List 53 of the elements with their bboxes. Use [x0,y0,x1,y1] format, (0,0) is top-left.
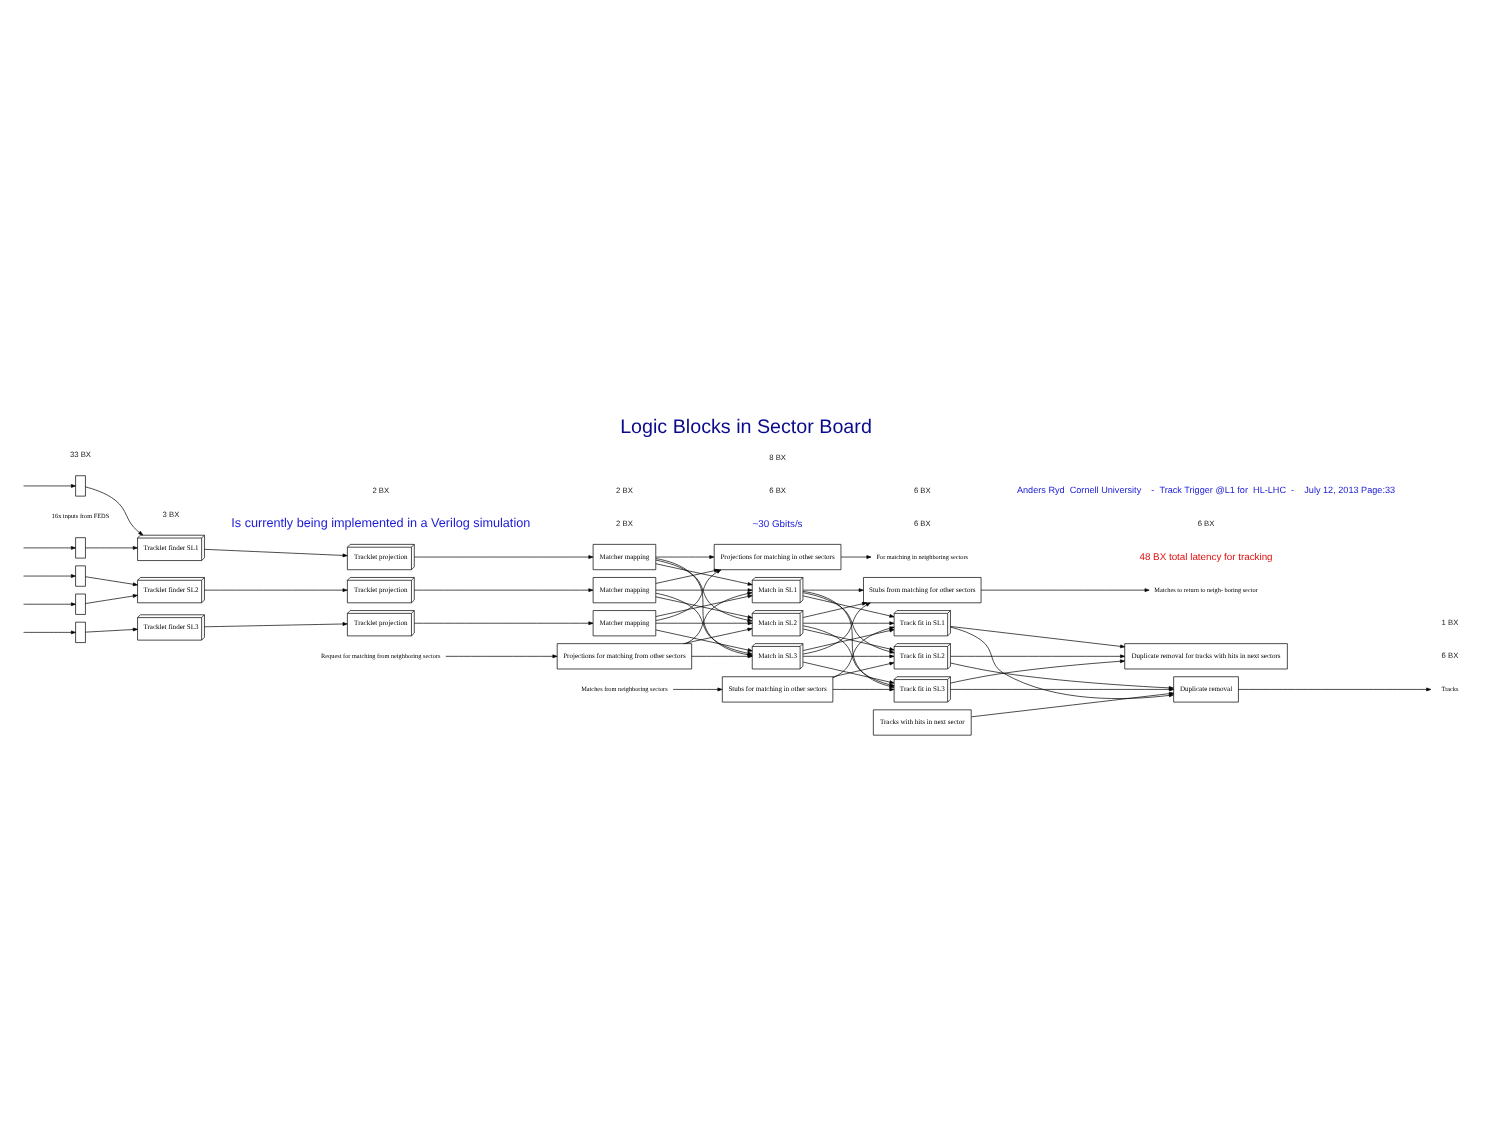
arrow [802,594,895,617]
arrow [655,620,753,625]
arrow [655,562,753,585]
arrow [23,573,76,577]
arrow [655,567,719,583]
node-box [75,564,86,586]
node-box [75,536,86,558]
arrow [204,587,348,591]
arrow [950,658,1125,683]
arrow [950,625,1125,648]
arrow [85,575,138,586]
arrow [971,690,1174,717]
node-box [75,620,86,642]
arrow [832,686,895,691]
diagram-title: Logic Blocks in Sector Board [620,416,872,439]
arrow [832,625,895,678]
arrow [802,660,895,683]
arrow [414,620,594,625]
arrow [204,548,348,557]
arrow [204,621,348,627]
arrow [802,601,867,617]
arrow [23,601,76,606]
arrow [832,660,895,677]
arrow [655,558,753,621]
arrow [85,593,138,603]
arrow [840,554,872,558]
arrow [414,554,594,558]
arrow [655,587,753,591]
arrow [672,686,723,691]
arrow [655,554,715,558]
arrow [1238,686,1432,691]
arrow [655,628,753,651]
arrow [685,590,753,643]
arrow [802,587,864,591]
arrow [23,545,76,549]
arrow [85,626,138,632]
arrow [802,601,871,654]
arrow [23,483,76,487]
arrow [414,587,594,591]
arrow [802,653,895,658]
arrow [23,629,76,634]
arrow [802,620,895,625]
node-box [75,592,86,614]
arrow [683,626,753,643]
arrow [802,591,895,653]
arrow [950,653,1125,658]
arrow [85,545,138,549]
arrow [445,653,558,658]
arrow [85,485,144,535]
arrow [980,587,1150,591]
node-box [75,474,86,496]
arrow [802,627,895,650]
arrow [655,568,722,620]
